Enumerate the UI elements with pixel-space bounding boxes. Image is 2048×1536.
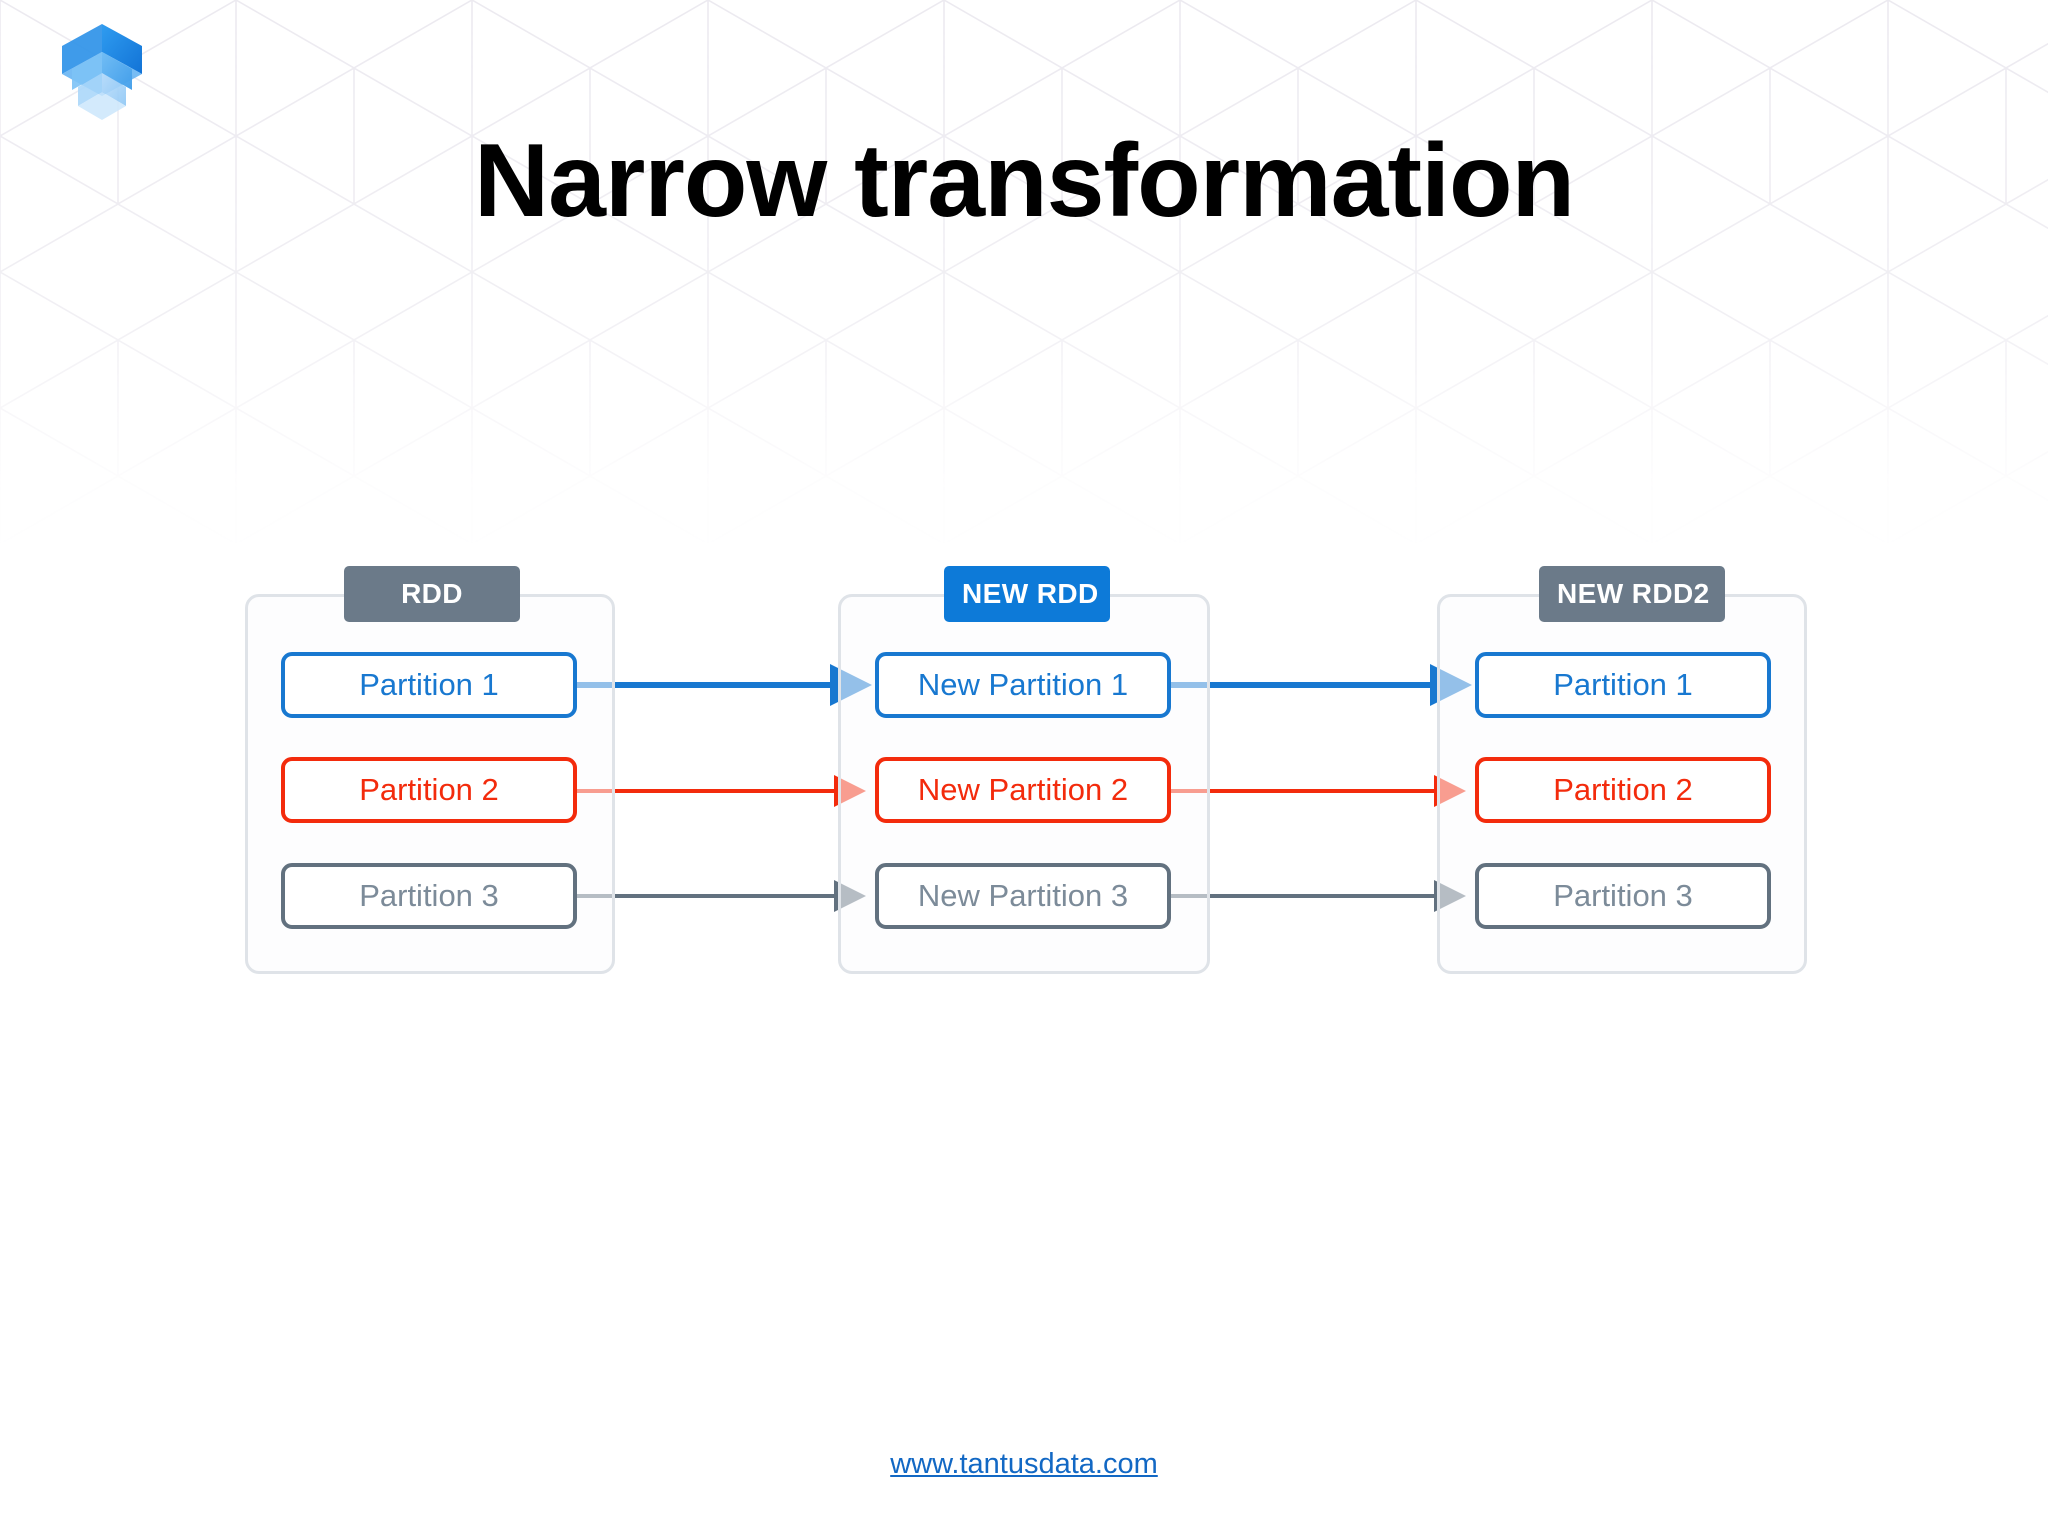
page-title: Narrow transformation (473, 123, 1575, 239)
partition-box-new-rdd2-3[interactable]: Partition 3 (1475, 863, 1771, 929)
partition-label: Partition 3 (1553, 878, 1693, 913)
footer-website-link[interactable]: www.tantusdata.com (890, 1448, 1158, 1480)
group-badge-rdd: RDD (344, 566, 520, 622)
partition-box-new-rdd-1[interactable]: New Partition 1 (875, 652, 1171, 718)
partition-label: Partition 1 (359, 667, 499, 702)
partition-label: New Partition 3 (917, 878, 1129, 913)
partition-box-rdd-2[interactable]: Partition 2 (281, 757, 577, 823)
partition-label: Partition 2 (1553, 772, 1693, 807)
group-badge-new-rdd2: NEW RDD2 (1539, 566, 1725, 622)
partition-box-new-rdd2-2[interactable]: Partition 2 (1475, 757, 1771, 823)
partition-label: Partition 1 (1553, 667, 1693, 702)
partition-label: New Partition 2 (917, 772, 1129, 807)
partition-box-rdd-3[interactable]: Partition 3 (281, 863, 577, 929)
partition-label: New Partition 1 (917, 667, 1129, 702)
partition-label: Partition 2 (359, 772, 499, 807)
partition-box-new-rdd-3[interactable]: New Partition 3 (875, 863, 1171, 929)
group-badge-new-rdd: NEW RDD (944, 566, 1110, 622)
partition-box-new-rdd-2[interactable]: New Partition 2 (875, 757, 1171, 823)
partition-box-rdd-1[interactable]: Partition 1 (281, 652, 577, 718)
partition-box-new-rdd2-1[interactable]: Partition 1 (1475, 652, 1771, 718)
tantusdata-logo-icon (62, 24, 142, 120)
partition-label: Partition 3 (359, 878, 499, 913)
